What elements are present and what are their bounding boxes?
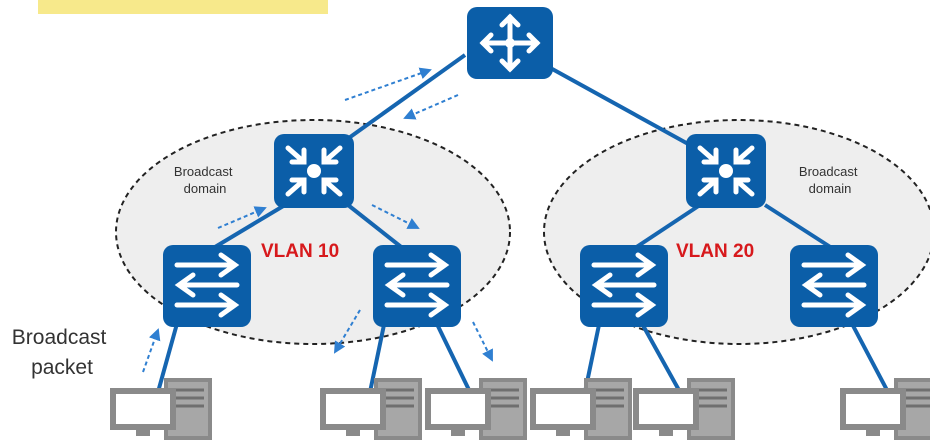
vlan-20-label: VLAN 20 [676,241,754,262]
flow-arrow-pc-right [472,321,493,362]
flow-arrow-pc-left [333,309,361,354]
flow-arrow-packet-up [142,328,161,373]
broadcast-domain-right-label: Broadcast domain [799,164,861,196]
layer2-switch-icon [163,245,251,327]
pc-icon [631,376,737,441]
layer3-switch-icon [686,134,766,208]
layer2-switch-icon [790,245,878,327]
layer2-switch-icon [373,245,461,327]
layer3-switch-icon [274,134,354,208]
layer2-switch-icon [580,245,668,327]
router-icon [467,7,553,79]
vlan-10-label: VLAN 10 [261,241,339,262]
broadcast-packet-label: Broadcast packet [12,326,112,379]
broadcast-flow-arrows [142,67,493,373]
flow-arrow-down-right [371,204,420,229]
network-links [156,53,890,393]
pc-icon [423,376,529,441]
flow-arrow-down-from-router [403,94,459,120]
broadcast-domain-left-label: Broadcast domain [174,164,236,196]
flow-arrow-up-to-router [344,67,432,101]
pc-icon [528,376,634,441]
highlight-band [38,0,328,14]
flow-arrow-up-left [217,206,267,229]
